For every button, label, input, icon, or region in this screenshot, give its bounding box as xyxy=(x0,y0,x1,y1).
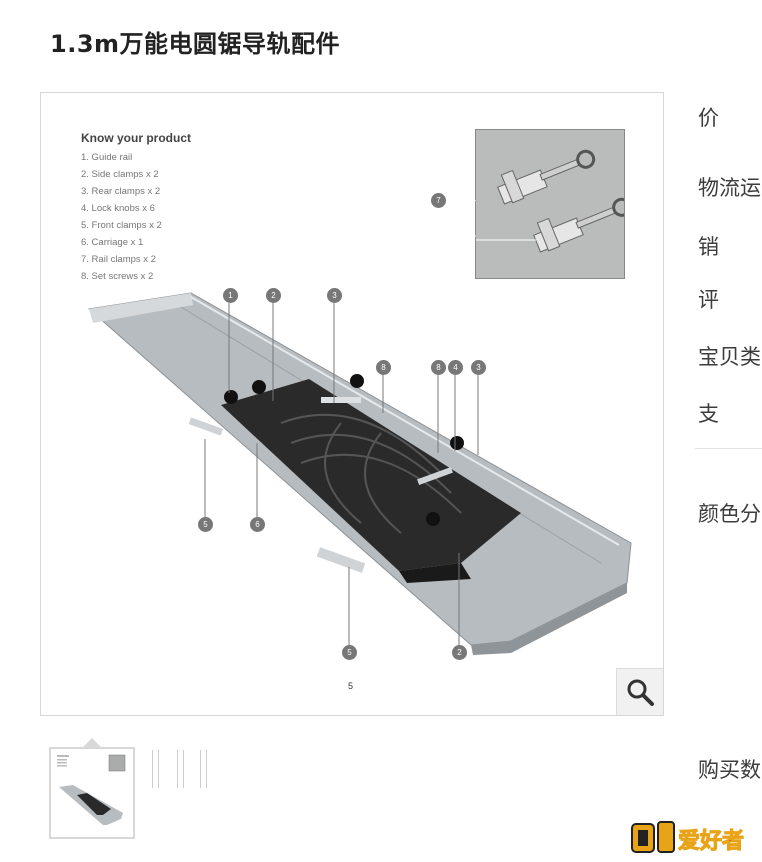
manual-heading: Know your product xyxy=(81,131,191,145)
manual-item: 7. Rail clamps x 2 xyxy=(81,254,156,265)
callout-leader-line xyxy=(446,200,476,237)
svg-text:爱好者: 爱好者 xyxy=(678,828,744,854)
reviews-label: 评 xyxy=(698,288,719,312)
thumbnail-separator xyxy=(200,750,207,788)
callout-1: 1 xyxy=(223,288,238,303)
item-category-label: 宝贝类 xyxy=(698,345,761,369)
shipping-label: 物流运 xyxy=(698,176,761,200)
color-option-label: 颜色分 xyxy=(698,502,761,526)
callout-3: 3 xyxy=(327,288,342,303)
thumbnail-image[interactable] xyxy=(49,747,135,839)
thumbnail-pointer-icon xyxy=(83,738,101,747)
callout-8: 8 xyxy=(431,360,446,375)
thumbnail-preview xyxy=(51,749,133,837)
know-your-product-list: Know your product 1. Guide rail 2. Side … xyxy=(81,131,191,285)
callout-8: 8 xyxy=(376,360,391,375)
callout-2: 2 xyxy=(266,288,281,303)
callout-4: 4 xyxy=(448,360,463,375)
manual-item: 5. Front clamps x 2 xyxy=(81,220,162,231)
manual-page-number: 5 xyxy=(348,681,354,691)
watermark-logo-icon: 爱好者 xyxy=(631,821,745,855)
zoom-button[interactable] xyxy=(616,668,663,715)
main-image-viewer[interactable]: Know your product 1. Guide rail 2. Side … xyxy=(40,92,664,716)
product-title: 1.3m万能电圆锯导轨配件 xyxy=(50,30,341,58)
manual-item: 6. Carriage x 1 xyxy=(81,237,144,248)
payment-label: 支 xyxy=(698,402,719,426)
guide-rail-illustration xyxy=(87,292,632,655)
manual-item: 2. Side clamps x 2 xyxy=(81,169,159,180)
callout-2: 2 xyxy=(452,645,467,660)
price-label: 价 xyxy=(698,106,719,130)
manual-item: 4. Lock knobs x 6 xyxy=(81,203,155,214)
thumbnail-separator xyxy=(177,750,184,788)
manual-item: 3. Rear clamps x 2 xyxy=(81,186,161,197)
rail-clamps-inset-photo xyxy=(469,129,632,279)
rail-clamp-illustration xyxy=(469,130,632,278)
site-watermark-logo: 爱好者 xyxy=(628,818,758,858)
callout-5: 5 xyxy=(198,517,213,532)
attribute-divider xyxy=(695,448,762,449)
magnifier-icon xyxy=(627,679,654,706)
manual-item: 8. Set screws x 2 xyxy=(81,271,154,282)
callout-3: 3 xyxy=(471,360,486,375)
callout-6: 6 xyxy=(250,517,265,532)
callout-5: 5 xyxy=(342,645,357,660)
thumbnail-separator xyxy=(152,750,159,788)
purchase-quantity-label: 购买数 xyxy=(698,758,761,782)
manual-item: 1. Guide rail xyxy=(81,152,133,163)
callout-7: 7 xyxy=(431,193,446,208)
sales-label: 销 xyxy=(698,235,719,259)
